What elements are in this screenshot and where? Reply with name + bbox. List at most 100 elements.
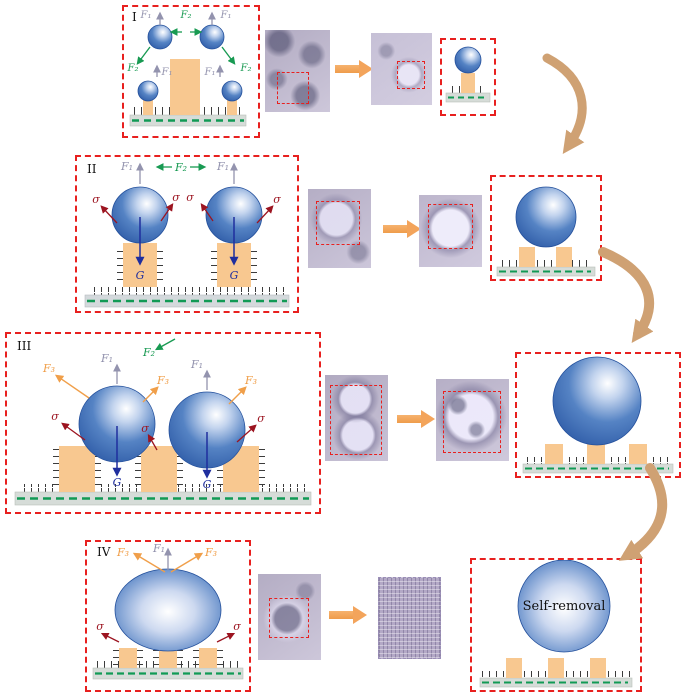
pillar (548, 658, 564, 678)
pillar-side-ticks (217, 650, 223, 666)
stage-1-result-schematic (445, 46, 491, 103)
f2-label: F₂ (127, 63, 139, 74)
stage-3-panel: III (5, 332, 321, 514)
force-arrows (136, 11, 236, 77)
substrate-ticks (499, 260, 593, 267)
roi-box (330, 385, 382, 455)
flow-arrow-head (359, 60, 373, 78)
pillar-side-ticks (193, 650, 199, 666)
f3-label: F₃ (42, 362, 55, 375)
sigma-label: σ (273, 193, 281, 206)
flow-arrow-icon (335, 60, 373, 78)
gravity-label: G (113, 476, 122, 489)
roi-box (316, 201, 360, 245)
sigma-arrow (160, 203, 174, 222)
stage-2-panel: II F₁ F₁ (75, 155, 299, 313)
pillar (506, 658, 522, 678)
roi-box (397, 61, 425, 89)
roi-box (428, 204, 473, 249)
pillar-side-ticks (177, 650, 183, 666)
stage-4-schematic: IV F₁ F₃ F₃ σ (92, 542, 244, 680)
force-labels: F₂ F₁ F₁ F₃ F₃ F₃ σ σ σ G G (42, 346, 265, 491)
sigma-arrow (100, 205, 118, 224)
sigma-arrow (256, 205, 274, 224)
self-removal-label: Self-removal (523, 599, 606, 614)
sigma-label: σ (92, 193, 100, 206)
sigma-arrow (200, 203, 214, 222)
pillar (199, 648, 217, 668)
pillar-side-ticks (153, 650, 159, 666)
droplet (221, 80, 243, 102)
f1-label: F₁ (120, 160, 133, 173)
sigma-arrow (236, 424, 257, 443)
f2-arrow (221, 46, 236, 65)
flow-arrow-shaft (335, 65, 359, 73)
micrograph-clean-surface (378, 577, 441, 659)
roi-box (443, 391, 501, 453)
micrograph-stage3-before (325, 375, 388, 461)
flow-arrow-icon (329, 606, 367, 624)
f3-arrow (142, 386, 159, 403)
f2-arrow (136, 46, 151, 65)
pillar-side-ticks (157, 245, 163, 283)
substrate (84, 287, 290, 308)
substrate-ticks (89, 287, 285, 295)
flow-arrow-shaft (383, 225, 407, 233)
pillar-side-ticks (251, 245, 257, 283)
f1-label: F₁ (100, 352, 113, 365)
f3-arrow (132, 552, 166, 573)
pillar-side-ticks (217, 448, 223, 490)
f3-arrow (54, 374, 90, 399)
f1-label: F₁ (161, 67, 173, 78)
stage-3-result-schematic (522, 356, 674, 474)
sigma-arrow (147, 433, 158, 451)
stage-2-result-panel (490, 175, 602, 281)
gravity-label: G (230, 269, 239, 282)
gravity-label: G (136, 269, 145, 282)
stage-2-numeral: II (87, 162, 97, 176)
pillar (119, 648, 137, 668)
gravity-label: G (203, 478, 212, 491)
droplet (199, 24, 225, 50)
stage-4-panel: IV F₁ F₃ F₃ σ (85, 540, 251, 692)
stage-4-result-panel: Self-removal (470, 558, 642, 692)
pillar (461, 73, 475, 93)
pillar (59, 446, 95, 492)
micrograph-stage2-zoom (419, 195, 482, 267)
sigma-label: σ (172, 191, 180, 204)
force-labels: F₁ F₁ F₂ σ σ σ σ G G (92, 160, 281, 282)
f2-label: F₂ (174, 161, 187, 174)
f2-label: F₂ (142, 346, 155, 359)
flow-arrow-head (421, 410, 435, 428)
f1-label: F₁ (190, 358, 203, 371)
droplet (552, 356, 642, 446)
micrograph-stage3-zoom (436, 379, 509, 461)
droplet (137, 80, 159, 102)
stage-1-schematic: I F₁ F₂ F₁ F₂ F₂ F₁ F (127, 10, 252, 127)
pillar (141, 446, 177, 492)
pillar (629, 444, 647, 464)
sigma-label: σ (51, 410, 59, 423)
pillar-side-ticks (259, 448, 265, 490)
droplet-departing (517, 560, 611, 653)
micrograph-stage4-before (258, 574, 321, 660)
f1-label: F₁ (216, 160, 229, 173)
flow-arrow-shaft (329, 611, 353, 619)
pillar (590, 658, 606, 678)
curved-arrow-1-icon (542, 53, 587, 155)
stage-4-result-schematic: Self-removal (479, 560, 633, 688)
pillar (556, 247, 572, 267)
f2-arrow (154, 338, 176, 351)
droplet (515, 186, 577, 248)
stage-3-result-panel (515, 352, 681, 478)
force-arrows (54, 338, 257, 479)
sigma-label: σ (257, 412, 265, 425)
droplet (147, 24, 173, 50)
f3-label: F₃ (204, 546, 217, 559)
pillar (170, 59, 200, 115)
pillar (159, 648, 177, 668)
f2-label: F₂ (240, 63, 252, 74)
f1-label: F₁ (220, 10, 232, 21)
pillar-side-ticks (211, 245, 217, 283)
